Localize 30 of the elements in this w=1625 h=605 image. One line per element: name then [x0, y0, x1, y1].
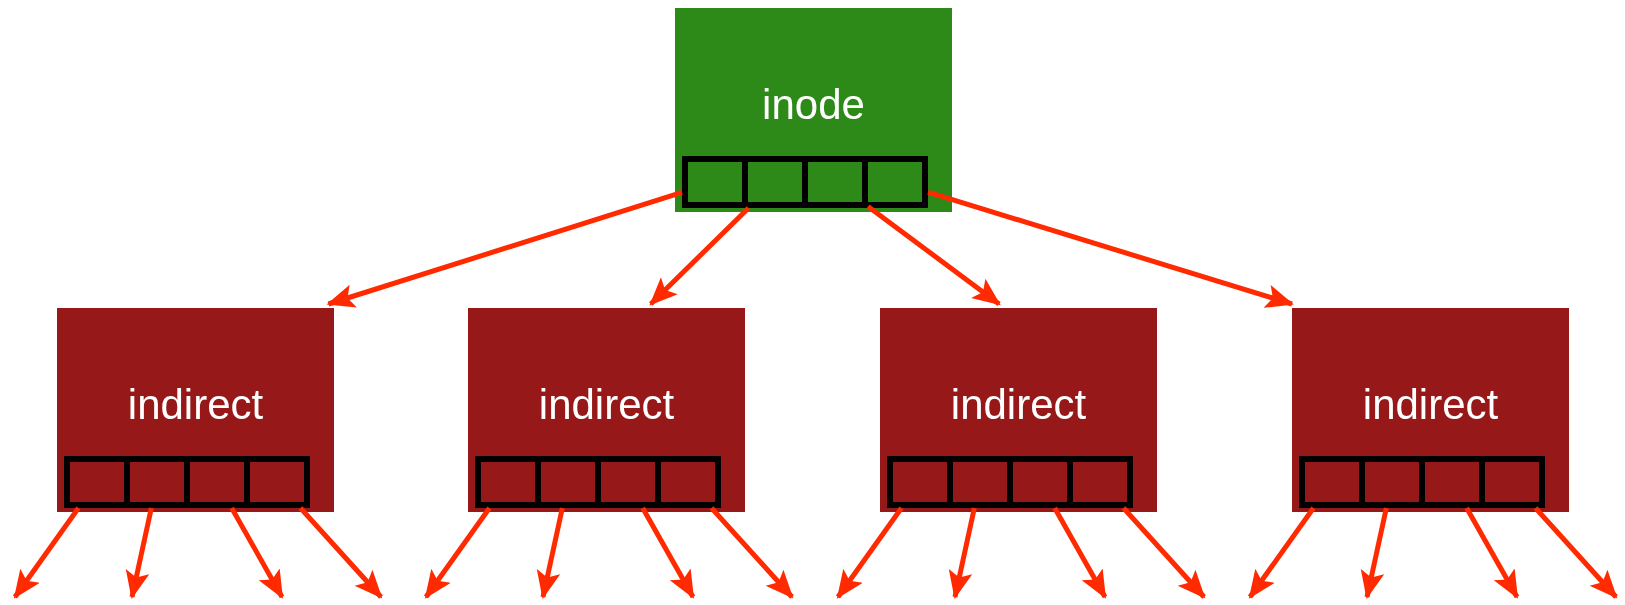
pointer-arrow — [649, 206, 751, 306]
box-title: inode — [761, 80, 866, 130]
box-title: indirect — [537, 380, 676, 430]
pointer-arrow — [1464, 506, 1520, 599]
pointer-arrow — [1533, 506, 1618, 599]
inode-box — [675, 8, 952, 212]
box-title: indirect — [1361, 380, 1500, 430]
pointer-arrow — [927, 189, 1294, 308]
pointer-arrow — [835, 506, 904, 599]
pointer-arrow — [125, 507, 154, 599]
indirect-block-box — [468, 308, 745, 512]
pointer-arrow — [709, 506, 794, 599]
pointer-arrow — [1052, 506, 1108, 599]
pointer-arrow — [12, 506, 81, 599]
box-title: indirect — [126, 380, 265, 430]
pointer-arrow — [298, 506, 383, 599]
pointer-arrow — [948, 507, 977, 599]
pointer-arrow — [866, 204, 1001, 306]
pointer-arrow — [536, 507, 565, 599]
indirect-block-box — [880, 308, 1157, 512]
pointer-arrow — [640, 506, 696, 599]
pointer-arrow — [326, 190, 683, 308]
pointer-arrow — [1121, 506, 1206, 599]
indirect-block-box — [57, 308, 334, 512]
indirect-block-box — [1292, 308, 1569, 512]
pointer-arrow — [229, 506, 285, 599]
pointer-arrow — [423, 506, 492, 599]
box-title: indirect — [949, 380, 1088, 430]
pointer-arrow — [1360, 507, 1389, 599]
pointer-arrow — [1247, 506, 1316, 599]
